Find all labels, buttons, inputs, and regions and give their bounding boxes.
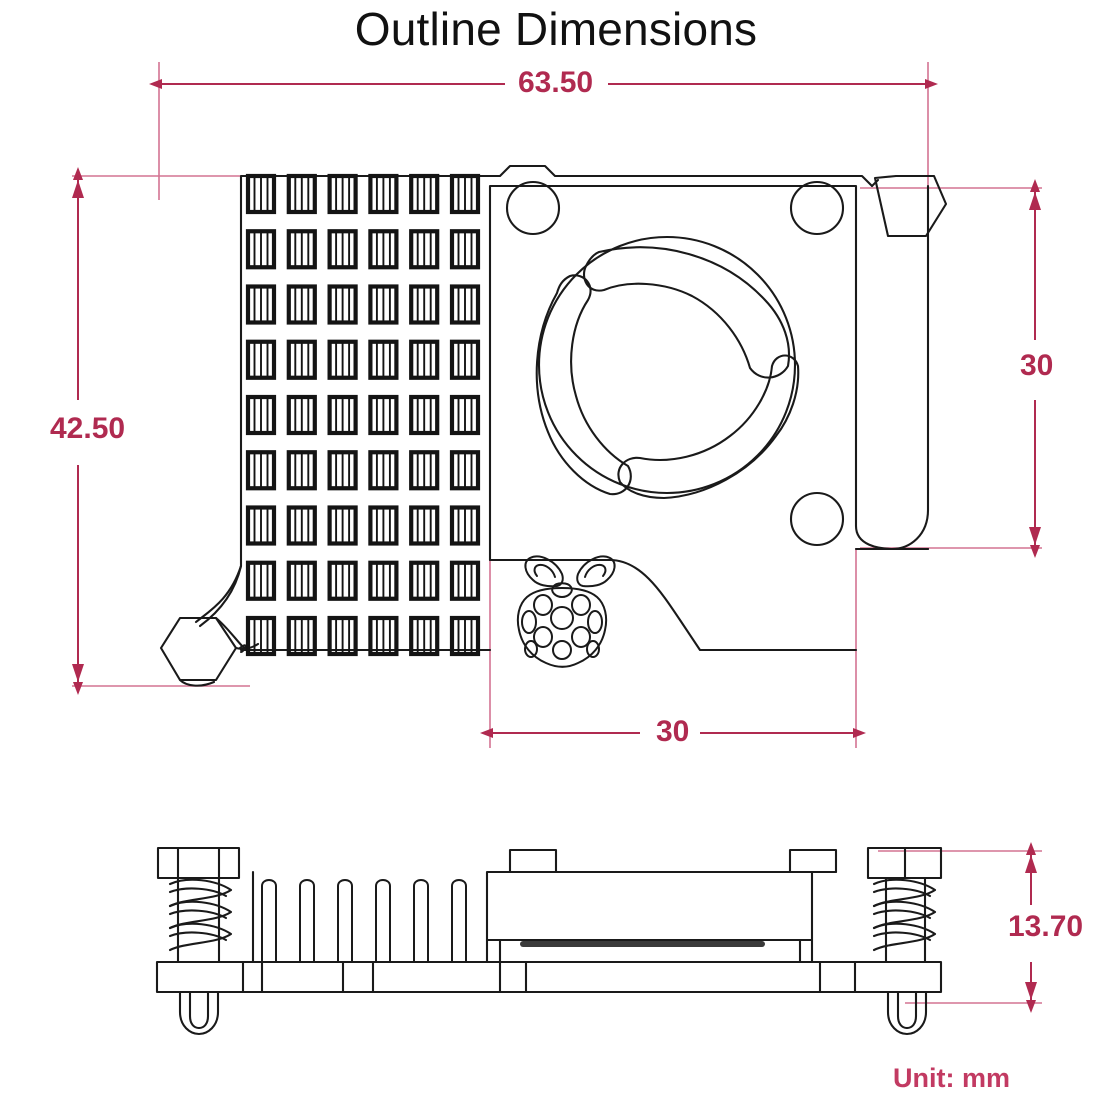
spring-right <box>872 878 937 952</box>
heatsink-fin-cell <box>449 505 481 546</box>
heatsink-fin-cell <box>409 615 440 657</box>
heatsink-fin-cell <box>368 394 399 436</box>
mount-hole-top-left <box>505 180 561 236</box>
heatsink-fin-cell <box>449 284 481 325</box>
heatsink-fin-cell <box>409 394 440 436</box>
heatsink-fin-cell <box>409 505 440 546</box>
heatsink-fin-cell <box>286 505 317 546</box>
heatsink-fin-cell <box>368 615 399 657</box>
page-title: Outline Dimensions <box>354 3 758 55</box>
heatsink-fin-cell <box>286 284 317 325</box>
heatsink-fin-cell <box>449 229 481 270</box>
dim-label-fan-height: 30 <box>1014 351 1060 381</box>
mount-hole-bottom-right <box>789 491 845 547</box>
heatsink-fin-cell <box>409 229 440 270</box>
push-pin-right <box>866 846 943 1036</box>
dim-label-height-overall: 42.50 <box>44 414 132 444</box>
heatsink-fin-cell <box>409 173 440 215</box>
dim-label-width-overall: 63.50 <box>512 68 600 98</box>
heatsink-fin-cell <box>286 560 317 601</box>
heatsink-fin-cell <box>449 615 481 657</box>
heatsink-fin-cell <box>449 394 481 436</box>
heatsink-fin-cell <box>286 229 317 270</box>
spring-left <box>168 878 233 952</box>
heatsink-fin-cell <box>286 394 317 436</box>
heatsink-fin-cell <box>245 229 277 270</box>
heatsink-fin-cell <box>327 284 358 325</box>
wavy-fins <box>261 879 467 963</box>
heatsink-fin-cell <box>327 339 358 380</box>
heatsink-fin-cell <box>327 394 358 436</box>
dim-label-total-thickness: 13.70 <box>1002 912 1090 942</box>
heatsink-fin-cell <box>245 394 277 436</box>
heatsink-fin-cell <box>245 284 277 325</box>
heatsink-fin-cell <box>409 560 440 601</box>
heatsink-fin-cell <box>449 560 481 601</box>
heatsink-fin-cell <box>449 450 481 491</box>
heatsink-fin-cell <box>368 339 399 380</box>
mount-hole-top-right <box>789 180 845 236</box>
raspberry-pi-logo <box>516 555 616 668</box>
heatsink-fin-cell <box>368 229 399 270</box>
heatsink-fin-cell <box>286 173 317 215</box>
heatsink-fin-cell <box>368 505 399 546</box>
heatsink-fin-cell <box>245 450 277 491</box>
heatsink-fin-cell <box>409 284 440 325</box>
heatsink-fin-cell <box>368 284 399 325</box>
heatsink-fin-cell <box>449 339 481 380</box>
heatsink-fin-cell <box>368 173 399 215</box>
heatsink-fin-cell <box>245 173 277 215</box>
heatsink-fin-cell <box>327 229 358 270</box>
heatsink-fin-cell <box>245 339 277 380</box>
heatsink-fin-cell <box>368 560 399 601</box>
heatsink-fin-cell <box>409 450 440 491</box>
fan-outer-circle <box>537 235 797 495</box>
push-pin-left <box>156 846 241 1036</box>
unit-note: Unit: mm <box>893 1063 1010 1093</box>
heatsink-fin-cell <box>327 173 358 215</box>
heatsink-fin-cell <box>286 339 317 380</box>
heatsink-fin-cell <box>245 560 277 601</box>
heatsink-fin-cell <box>286 450 317 491</box>
heatsink-fin-cell <box>327 505 358 546</box>
heatsink-fin-cell <box>449 173 481 215</box>
dim-label-fan-width: 30 <box>650 717 696 747</box>
heatsink-fin-cell <box>245 615 277 657</box>
heatsink-fin-cell <box>368 450 399 491</box>
heatsink-fin-cell <box>327 450 358 491</box>
heatsink-fin-cell <box>286 615 317 657</box>
heatsink-fin-cell <box>327 615 358 657</box>
heatsink-fin-cell <box>245 505 277 546</box>
fan-blades <box>535 246 800 500</box>
heatsink-fin-cell <box>409 339 440 380</box>
standoff-hex-right <box>873 174 948 238</box>
heatsink-fin-cell <box>327 560 358 601</box>
